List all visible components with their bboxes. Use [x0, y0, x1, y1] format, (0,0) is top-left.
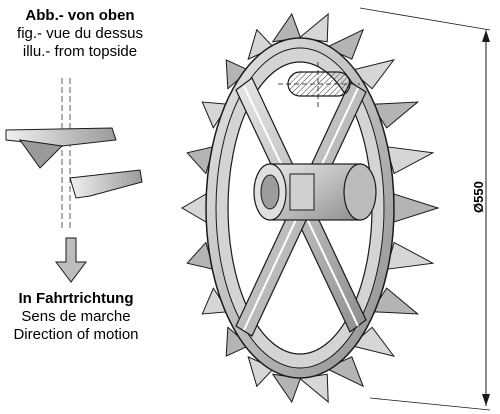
caption-english: illu.- from topside: [22, 43, 138, 60]
direction-caption: In Fahrtrichtung Sens de marche Directio…: [0, 289, 152, 344]
hub-slot: [278, 62, 360, 108]
wheel: [181, 12, 440, 404]
arrowhead-bottom: [482, 394, 490, 406]
tooth-profile-lower: [69, 169, 143, 199]
caption-german: In Fahrtrichtung: [18, 290, 134, 307]
caption-french: fig.- vue du dessus: [17, 25, 143, 42]
diameter-label: Ø550: [471, 181, 486, 213]
top-view-detail: [5, 78, 143, 283]
tooth-profile-upper-tip: [18, 139, 64, 169]
hub-end: [343, 163, 377, 221]
extension-line: [359, 7, 491, 31]
top-view-caption: Abb.- von oben fig.- vue du dessus illu.…: [0, 6, 160, 61]
hub: [253, 163, 377, 221]
tooth: [393, 193, 440, 223]
tooth: [385, 241, 435, 270]
hub-bracket: [289, 173, 315, 211]
direction-arrow: [55, 237, 87, 283]
caption-german: Abb.- von oben: [25, 7, 135, 24]
caption-french: Sens de marche: [21, 308, 131, 325]
arrowhead-top: [482, 30, 490, 42]
tooth: [181, 193, 207, 223]
teeth-ring: [181, 12, 440, 404]
hub-bore: [260, 174, 280, 210]
caption-english: Direction of motion: [13, 326, 139, 343]
tooth: [385, 146, 435, 175]
extension-line: [369, 397, 491, 411]
dimension-line: [359, 7, 491, 411]
